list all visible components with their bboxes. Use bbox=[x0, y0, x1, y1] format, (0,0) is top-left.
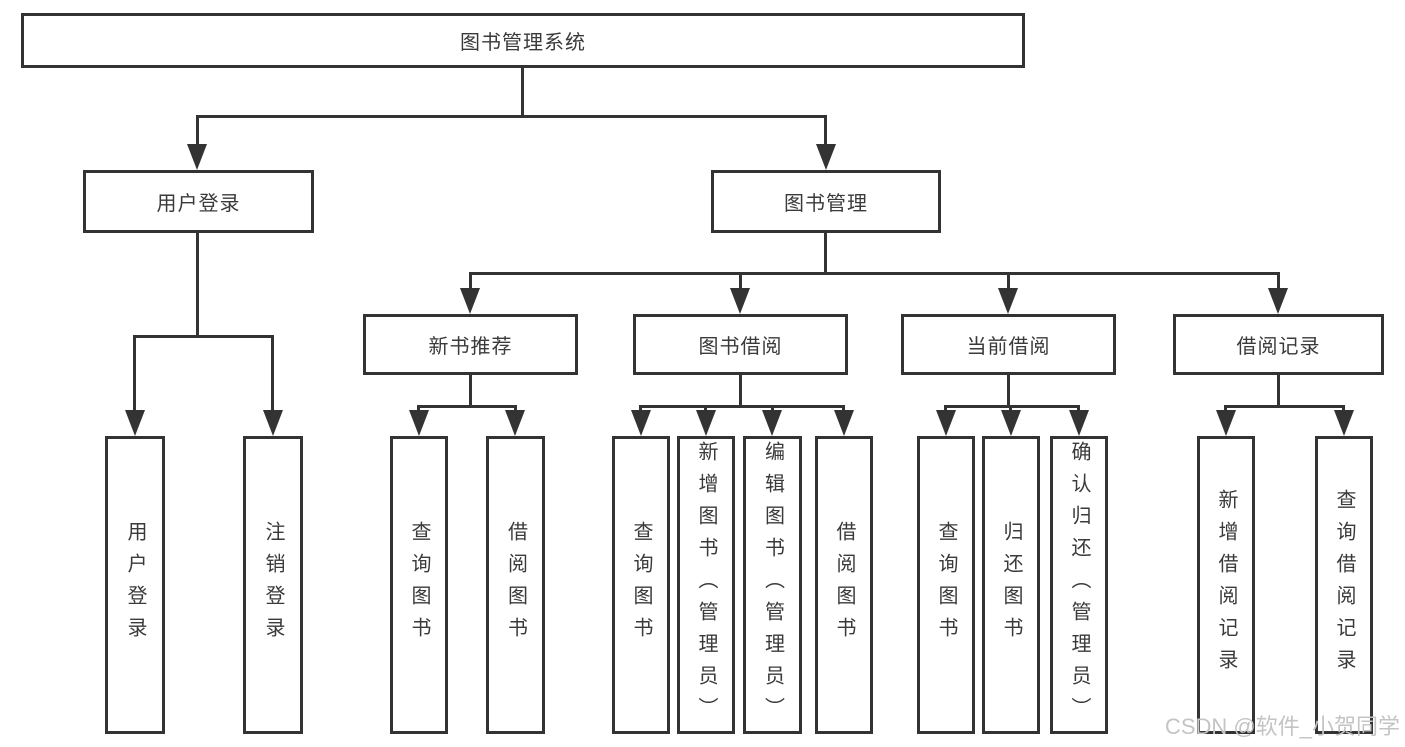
node-borrow-records: 借阅记录 bbox=[1173, 314, 1384, 375]
node-borrow-records-label: 借阅记录 bbox=[1236, 336, 1321, 358]
connector-line bbox=[1007, 272, 1010, 292]
connector-line bbox=[824, 233, 827, 274]
arrowhead-down bbox=[1001, 410, 1021, 436]
connector-line bbox=[1224, 405, 1345, 408]
connector-line bbox=[739, 375, 742, 407]
node-root-label: 图书管理系统 bbox=[460, 32, 586, 54]
node-leaf-confirm-return: 确认归还（管理员） bbox=[1050, 436, 1108, 734]
connector-line bbox=[944, 405, 1080, 408]
node-leaf-query-book-rec: 查询图书 bbox=[390, 436, 448, 734]
node-leaf-borrow-book-borrow: 借阅图书 bbox=[815, 436, 873, 734]
node-leaf-edit-book-label: 编辑图书（管理员） bbox=[761, 441, 784, 729]
arrowhead-down bbox=[730, 288, 750, 314]
arrowhead-down bbox=[263, 410, 283, 436]
arrowhead-down bbox=[762, 410, 782, 436]
node-leaf-user-login: 用户登录 bbox=[105, 436, 165, 734]
arrowhead-down bbox=[1334, 410, 1354, 436]
node-leaf-borrow-book-rec-label: 借阅图书 bbox=[504, 521, 527, 649]
arrowhead-down bbox=[125, 410, 145, 436]
node-leaf-borrow-book-borrow-label: 借阅图书 bbox=[833, 521, 855, 649]
connector-line bbox=[196, 115, 199, 145]
node-user-login-label: 用户登录 bbox=[156, 193, 241, 215]
arrowhead-down bbox=[1268, 288, 1288, 314]
node-new-book-rec: 新书推荐 bbox=[363, 314, 578, 375]
node-leaf-query-book-rec-label: 查询图书 bbox=[408, 521, 430, 649]
node-leaf-query-book-borrow: 查询图书 bbox=[612, 436, 670, 734]
node-leaf-query-book-borrow-label: 查询图书 bbox=[630, 521, 652, 649]
node-leaf-return-book: 归还图书 bbox=[982, 436, 1040, 734]
arrowhead-down bbox=[505, 410, 525, 436]
connector-line bbox=[1277, 375, 1280, 407]
arrowhead-down bbox=[460, 288, 480, 314]
node-leaf-query-borrow-record: 查询借阅记录 bbox=[1315, 436, 1373, 734]
connector-line bbox=[133, 335, 274, 338]
connector-line bbox=[1277, 272, 1280, 292]
arrowhead-down bbox=[998, 288, 1018, 314]
node-leaf-user-login-label: 用户登录 bbox=[124, 521, 146, 649]
node-new-book-rec-label: 新书推荐 bbox=[428, 336, 513, 358]
arrowhead-down bbox=[187, 144, 207, 170]
node-leaf-add-borrow-record: 新增借阅记录 bbox=[1197, 436, 1255, 734]
connector-line bbox=[739, 272, 742, 292]
connector-line bbox=[271, 335, 274, 412]
arrowhead-down bbox=[409, 410, 429, 436]
node-leaf-edit-book: 编辑图书（管理员） bbox=[743, 436, 802, 734]
connector-line bbox=[521, 68, 524, 115]
connector-line bbox=[196, 115, 827, 118]
node-leaf-logout-label: 注销登录 bbox=[262, 521, 284, 649]
connector-line bbox=[469, 272, 472, 292]
node-root: 图书管理系统 bbox=[21, 13, 1025, 68]
node-leaf-borrow-book-rec: 借阅图书 bbox=[486, 436, 545, 734]
connector-line bbox=[417, 405, 517, 408]
node-current-borrow-label: 当前借阅 bbox=[966, 336, 1051, 358]
node-leaf-query-book-current: 查询图书 bbox=[917, 436, 975, 734]
arrowhead-down bbox=[834, 410, 854, 436]
node-book-mgmt-label: 图书管理 bbox=[784, 193, 868, 215]
node-leaf-query-borrow-record-label: 查询借阅记录 bbox=[1333, 489, 1355, 681]
node-leaf-query-book-current-label: 查询图书 bbox=[935, 521, 957, 649]
node-leaf-logout: 注销登录 bbox=[243, 436, 303, 734]
node-book-borrow-label: 图书借阅 bbox=[698, 336, 783, 358]
csdn-watermark: CSDN @软件_小贺同学 bbox=[1164, 714, 1400, 739]
node-leaf-add-borrow-record-label: 新增借阅记录 bbox=[1215, 489, 1237, 681]
node-current-borrow: 当前借阅 bbox=[901, 314, 1116, 375]
node-leaf-return-book-label: 归还图书 bbox=[1000, 521, 1022, 649]
arrowhead-down bbox=[631, 410, 651, 436]
node-leaf-confirm-return-label: 确认归还（管理员） bbox=[1068, 441, 1090, 729]
node-book-borrow: 图书借阅 bbox=[633, 314, 848, 375]
arrowhead-down bbox=[696, 410, 716, 436]
connector-line bbox=[133, 335, 136, 412]
connector-line bbox=[639, 405, 845, 408]
node-leaf-add-book: 新增图书（管理员） bbox=[677, 436, 735, 734]
connector-line bbox=[469, 375, 472, 407]
arrowhead-down bbox=[936, 410, 956, 436]
arrowhead-down bbox=[1216, 410, 1236, 436]
arrowhead-down bbox=[816, 144, 836, 170]
connector-line bbox=[469, 272, 1280, 275]
connector-line bbox=[1007, 375, 1010, 407]
node-leaf-add-book-label: 新增图书（管理员） bbox=[695, 441, 717, 729]
connector-line bbox=[196, 233, 199, 337]
connector-line bbox=[824, 115, 827, 145]
arrowhead-down bbox=[1069, 410, 1089, 436]
node-user-login: 用户登录 bbox=[83, 170, 314, 233]
node-book-mgmt: 图书管理 bbox=[711, 170, 941, 233]
